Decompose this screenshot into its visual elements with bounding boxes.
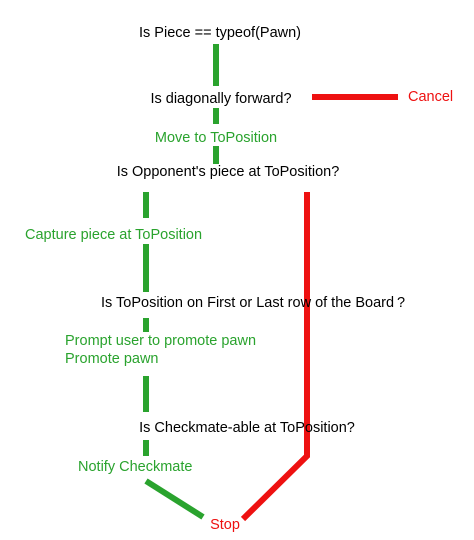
yes-path-connectors: [143, 44, 219, 520]
no-path-connectors: [240, 94, 398, 522]
action-capture-piece: Capture piece at ToPosition: [25, 227, 203, 243]
action-move-to-position: Move to ToPosition: [154, 130, 278, 146]
question-is-pawn: Is Piece == typeof(Pawn): [139, 25, 301, 41]
question-first-or-last-row: Is ToPosition on First or Last row of th…: [100, 295, 406, 311]
action-prompt-promote: Prompt user to promote pawn: [65, 333, 257, 349]
action-notify-checkmate: Notify Checkmate: [78, 459, 193, 475]
question-diagonally-forward: Is diagonally forward?: [150, 91, 292, 107]
connector-notify-to-stop: [144, 478, 205, 520]
terminal-stop: Stop: [210, 517, 240, 533]
connector-opponent-to-stop: [240, 192, 310, 522]
question-checkmate-able: Is Checkmate-able at ToPosition?: [139, 420, 355, 436]
action-promote-pawn: Promote pawn: [65, 351, 159, 367]
question-opponent-at-target: Is Opponent's piece at ToPosition?: [116, 164, 340, 180]
terminal-cancel: Cancel: [408, 89, 454, 105]
